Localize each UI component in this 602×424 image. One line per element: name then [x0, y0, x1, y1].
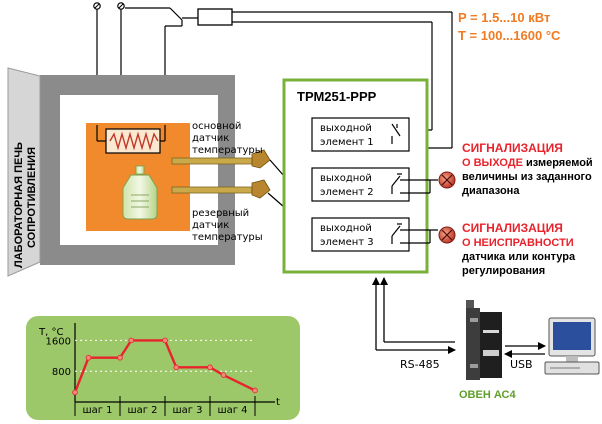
- backup-sensor-label: резервный датчик температуры: [192, 208, 263, 243]
- chart-point: [85, 354, 92, 361]
- alarm-text-1: СИГНАЛИЗАЦИЯ О ВЫХОДЕ измеряемой величин…: [462, 141, 593, 197]
- furnace-door: [7, 67, 41, 277]
- rs485-label: RS-485: [400, 358, 440, 371]
- main-sensor: [171, 149, 271, 169]
- switch-icon: [391, 123, 401, 144]
- output-element-2: выходной элемент 2: [311, 167, 410, 202]
- chart-point: [207, 364, 213, 371]
- svg-text:датчика или контура: датчика или контура: [462, 251, 576, 263]
- svg-text:О ВЫХОДЕ измеряемой: О ВЫХОДЕ измеряемой: [462, 157, 593, 169]
- furnace: ЛАБОРАТОРНАЯ ПЕЧЬ СОПРОТИВЛЕНИЯ: [7, 67, 235, 277]
- power-spec-power: P = 1.5...10 кВт: [458, 10, 550, 25]
- heater-coil: [109, 131, 159, 151]
- svg-text:О НЕИСПРАВНОСТИ: О НЕИСПРАВНОСТИ: [462, 237, 574, 249]
- alarm-lamp-2-icon: [438, 226, 456, 244]
- output-element-1-label: выходной элемент 1: [320, 123, 375, 148]
- sensor-wiring: [267, 159, 285, 208]
- svg-text:регулирования: регулирования: [462, 265, 545, 277]
- chart-point: [128, 337, 135, 344]
- chart-point: [220, 372, 227, 378]
- chart-plot: 1600 800 шаг 1 шаг 2 шаг 3 шаг 4: [46, 323, 275, 416]
- power-spec-temperature: T = 100...1600 °C: [458, 28, 561, 43]
- switch-icon: [391, 173, 402, 194]
- converter-ac4-icon: [466, 300, 502, 380]
- alarm-wiring: [400, 179, 438, 244]
- terminal-2: [117, 2, 125, 10]
- usb-label: USB: [510, 358, 533, 371]
- switch-icon: [391, 223, 402, 244]
- chart-step-label: шаг 2: [127, 405, 157, 416]
- heater-element: [105, 128, 161, 154]
- chart-step-label: шаг 3: [172, 405, 202, 416]
- svg-text:величины из заданного: величины из заданного: [462, 171, 592, 183]
- backup-sensor: [171, 179, 271, 199]
- furnace-label-line1: ЛАБОРАТОРНАЯ ПЕЧЬ: [13, 142, 25, 268]
- relay-coil: [197, 8, 233, 26]
- controller: ТРМ251-РРР выходной элемент 1 выходной э…: [282, 78, 429, 274]
- chart-background: [26, 316, 300, 420]
- chart-point: [72, 389, 78, 396]
- chart-ytick-label: 800: [52, 367, 71, 378]
- chart-xlabel: t: [276, 397, 280, 408]
- converter-label: ОВЕН АС4: [459, 389, 516, 401]
- svg-text:диапазона: диапазона: [462, 185, 520, 197]
- chart-step-label: шаг 1: [82, 405, 112, 416]
- output-element-3-label: выходной элемент 3: [320, 223, 375, 248]
- furnace-label-line2: СОПРОТИВЛЕНИЯ: [26, 147, 38, 248]
- crucible-icon: [122, 165, 158, 220]
- chart-point: [117, 354, 123, 361]
- output-element-2-label: выходной элемент 2: [320, 173, 375, 198]
- svg-text:СИГНАЛИЗАЦИЯ: СИГНАЛИЗАЦИЯ: [462, 141, 563, 155]
- svg-text:СИГНАЛИЗАЦИЯ: СИГНАЛИЗАЦИЯ: [462, 221, 563, 235]
- alarm-text-2: СИГНАЛИЗАЦИЯ О НЕИСПРАВНОСТИ датчика или…: [462, 221, 576, 277]
- furnace-label: ЛАБОРАТОРНАЯ ПЕЧЬ СОПРОТИВЛЕНИЯ: [13, 139, 38, 268]
- controller-title: ТРМ251-РРР: [297, 89, 377, 104]
- terminal-1: [93, 2, 101, 10]
- chart-point: [162, 337, 168, 344]
- chart-ylabel: T, °C: [38, 327, 63, 338]
- chart-point: [252, 387, 258, 394]
- output-element-1: выходной элемент 1: [311, 117, 410, 152]
- main-sensor-label: основной датчик температуры: [192, 121, 263, 156]
- profile-chart: 1600 800 шаг 1 шаг 2 шаг 3 шаг 4 T, °C t: [26, 316, 300, 420]
- chart-step-label: шаг 4: [217, 405, 247, 416]
- output-element-3: выходной элемент 3: [311, 217, 410, 252]
- alarm-lamp-1-icon: [438, 171, 456, 189]
- chart-ytick-label: 1600: [46, 336, 71, 347]
- computer-icon: [544, 317, 600, 375]
- chart-point: [173, 364, 180, 371]
- comms-links: [372, 277, 546, 358]
